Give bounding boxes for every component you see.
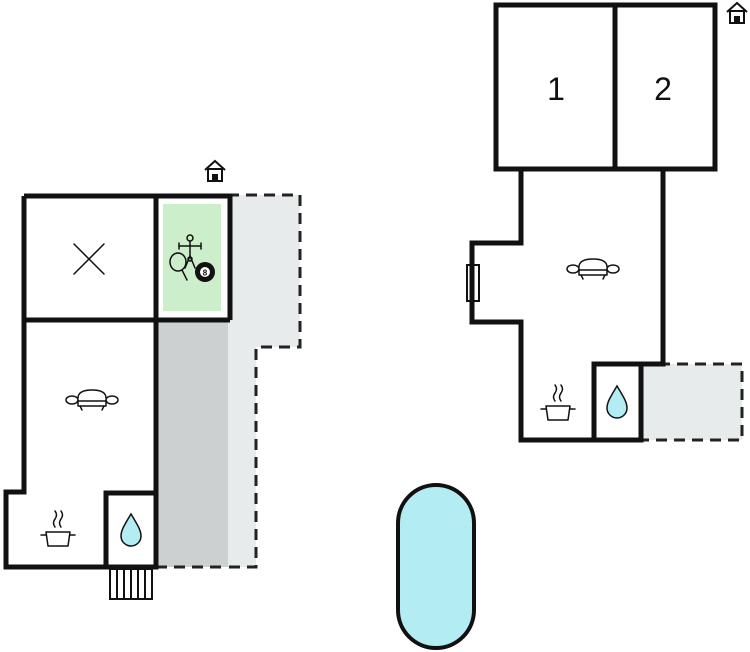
table-football-icon: [178, 234, 202, 269]
billiard-ball-icon: 8: [195, 262, 215, 282]
swimming-pool: [396, 483, 476, 650]
bedroom-2-label: 2: [654, 71, 672, 107]
left-building: 8: [3, 159, 302, 600]
table-tennis-icon: [169, 252, 193, 281]
right-building: 1 2: [466, 1, 748, 443]
house-entrance-icon: [726, 1, 748, 24]
left-building-outer-wall: [3, 193, 233, 570]
terrace-right: [641, 364, 742, 440]
bathroom-right-walls: [591, 361, 644, 443]
sofa-icon: [65, 389, 119, 411]
entry-steps: [109, 568, 153, 600]
house-entrance-icon: [204, 159, 226, 182]
bathroom-water-drop-icon: [606, 384, 628, 419]
void-cross-icon: [73, 243, 105, 275]
bathroom-water-drop-icon: [120, 512, 142, 547]
terrace-outer-dashed-edge: [228, 193, 302, 569]
bedroom-1-label: 1: [547, 71, 565, 107]
kitchen-pot-icon: [40, 510, 76, 547]
bedrooms-walls: [493, 2, 718, 172]
terrace-covered: [156, 320, 228, 567]
terrace-outer: [228, 195, 300, 567]
living-outer-wall: [469, 169, 666, 443]
window-left: [466, 264, 480, 302]
sofa-icon: [566, 258, 620, 280]
kitchen-pot-icon: [540, 384, 576, 421]
billiard-ball-number: 8: [203, 269, 208, 278]
